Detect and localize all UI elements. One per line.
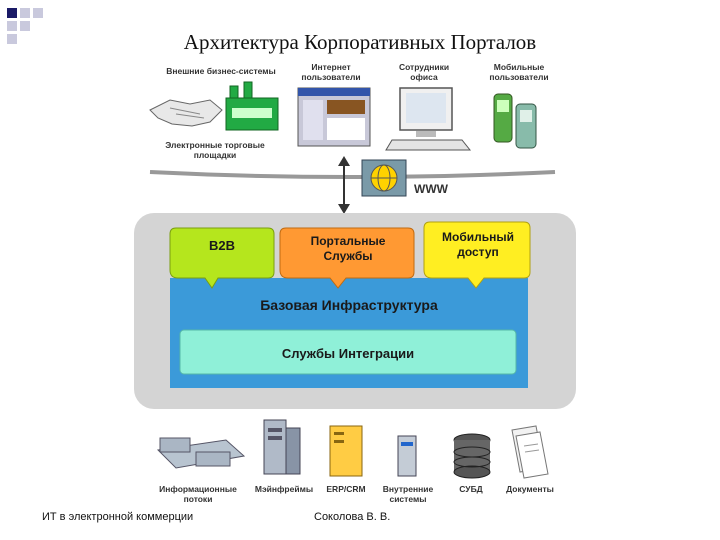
footer-course: ИТ в электронной коммерции — [42, 511, 194, 523]
slide-title: Архитектура Корпоративных Порталов — [183, 30, 537, 54]
b2b-bubble — [169, 227, 275, 289]
info-flows-label: Информационные потоки — [159, 484, 237, 504]
base-infrastructure-label: Базовая Инфраструктура — [260, 297, 438, 313]
www-label: WWW — [414, 182, 448, 196]
corner-square-light — [20, 21, 30, 31]
corner-square-light — [7, 21, 17, 31]
internal-systems-icon — [397, 435, 417, 477]
documents-icon — [511, 425, 549, 479]
corner-square-light — [33, 8, 43, 18]
erp-crm-label: ERP/CRM — [326, 484, 366, 494]
mobile-phone-icon — [493, 93, 537, 149]
portal-services-bubble — [279, 227, 415, 289]
database-icon — [453, 433, 491, 479]
info-flows-icon — [156, 437, 246, 469]
integration-services-label: Службы Интеграции — [281, 346, 415, 361]
internet-window-icon — [297, 87, 371, 147]
integration-block — [179, 329, 517, 375]
corner-square-light — [20, 8, 30, 18]
footer-author: Соколова В. В. — [314, 511, 391, 523]
external-systems-label: Внешние бизнес-системы — [166, 66, 276, 76]
b2b-label: B2B — [208, 238, 235, 253]
erp-crm-icon — [329, 425, 363, 477]
mainframes-label: Мэйнфреймы — [254, 484, 314, 494]
portal-services-label: Портальные Службы — [310, 234, 386, 263]
documents-label: Документы — [506, 484, 554, 494]
globe-icon — [361, 159, 407, 197]
corner-square-dark — [7, 8, 17, 18]
mobile-access-label: Мобильный доступ — [442, 230, 514, 259]
corner-square-light — [7, 34, 17, 44]
dbms-label: СУБД — [459, 484, 483, 494]
network-line — [149, 170, 556, 179]
mobile-access-bubble — [423, 221, 531, 289]
office-computer-icon — [385, 87, 472, 151]
mainframe-icon — [263, 419, 301, 475]
office-staff-label: Сотрудники офиса — [398, 62, 450, 82]
marketplaces-label: Электронные торговые площадки — [165, 140, 265, 160]
internal-systems-label: Внутренние системы — [382, 484, 434, 504]
double-arrow — [338, 156, 350, 214]
internet-users-label: Интернет пользователи — [301, 62, 361, 82]
mobile-users-label: Мобильные пользователи — [489, 62, 549, 82]
marketplace-icon — [225, 81, 279, 131]
handshake-icon — [149, 99, 223, 127]
